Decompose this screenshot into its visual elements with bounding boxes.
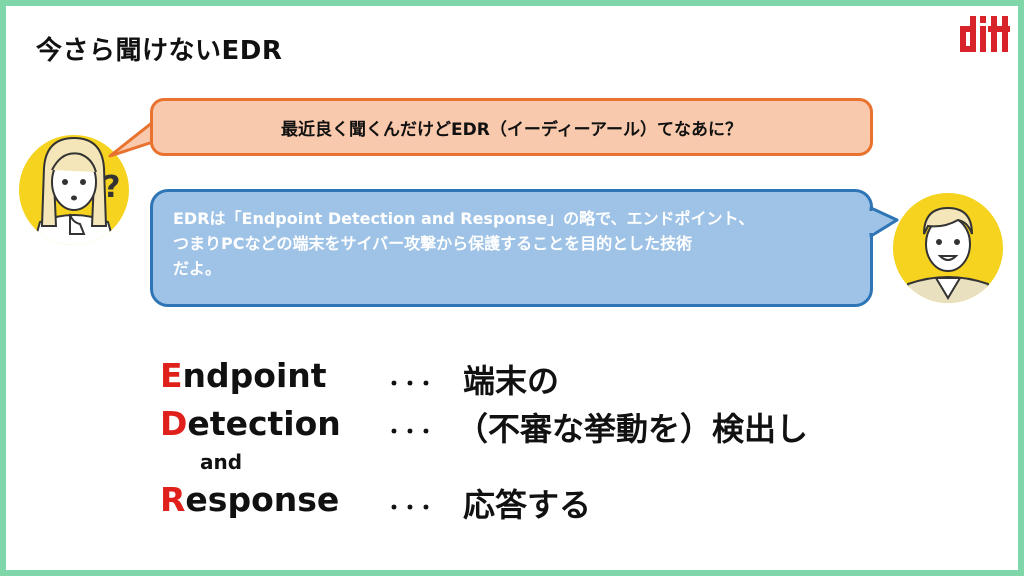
answer-line: つまりPCなどの端末をサイバー攻撃から保護することを目的とした技術 bbox=[173, 234, 693, 253]
question-mark-icon: ? bbox=[103, 170, 121, 205]
answer-line: だよ。 bbox=[173, 259, 222, 278]
answer-bubble-tail bbox=[869, 206, 899, 238]
term-dots: ･･･ bbox=[388, 370, 436, 398]
dit-logo bbox=[958, 12, 1012, 56]
woman-avatar bbox=[19, 135, 129, 245]
slide-title: 今さら聞けないEDR bbox=[36, 36, 283, 66]
term-initial: R bbox=[160, 480, 186, 519]
term-initial: E bbox=[160, 356, 183, 395]
term-initial: D bbox=[160, 404, 188, 443]
term-rest: esponse bbox=[185, 480, 340, 519]
question-text: 最近良く聞くんだけどEDR（イーディーアール）てなあに？ bbox=[281, 119, 742, 140]
term-meaning: 端末の bbox=[463, 362, 560, 400]
term-rest: ndpoint bbox=[182, 356, 327, 395]
man-avatar bbox=[893, 193, 1003, 303]
term-detection: Detection bbox=[160, 404, 341, 443]
and-connector: and bbox=[200, 450, 243, 474]
answer-line: EDRは「Endpoint Detection and Response」の略で… bbox=[173, 209, 755, 228]
question-bubble: 最近良く聞くんだけどEDR（イーディーアール）てなあに？ bbox=[150, 98, 873, 156]
term-meaning: 応答する bbox=[463, 486, 592, 524]
term-endpoint: Endpoint bbox=[160, 356, 327, 395]
answer-bubble: EDRは「Endpoint Detection and Response」の略で… bbox=[150, 189, 873, 307]
term-response: Response bbox=[160, 480, 339, 519]
term-meaning: （不審な挙動を）検出し bbox=[456, 410, 809, 448]
term-dots: ･･･ bbox=[388, 418, 436, 446]
term-rest: etection bbox=[187, 404, 341, 443]
term-dots: ･･･ bbox=[388, 494, 436, 522]
question-bubble-tail bbox=[108, 120, 156, 158]
